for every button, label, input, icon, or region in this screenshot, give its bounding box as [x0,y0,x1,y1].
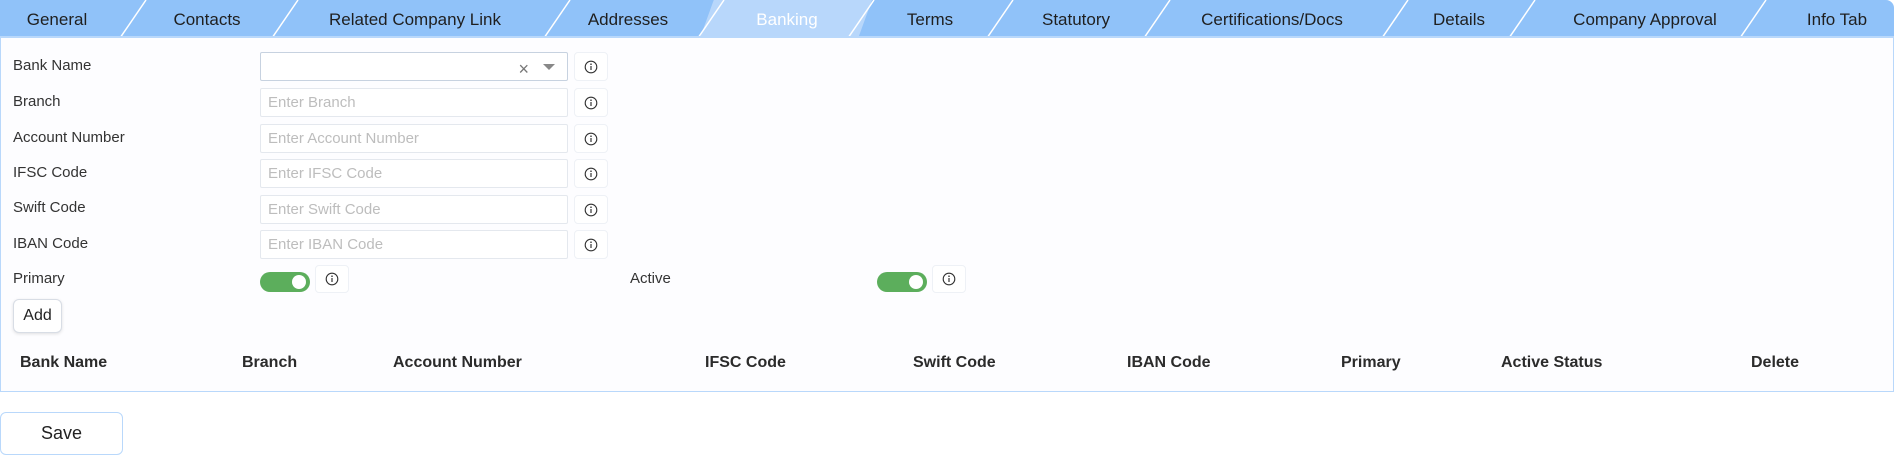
bank-name-select[interactable]: × [260,52,568,81]
tab-separator [985,0,1014,36]
column-header-ifsc-code: IFSC Code [705,354,786,371]
tab-separator [1738,0,1767,36]
tab-info[interactable]: Info Tab [1806,10,1868,29]
swift-code-label: Swift Code [13,199,86,216]
swift-code-input[interactable] [260,195,568,224]
branch-input[interactable] [260,88,568,117]
column-header-active-status: Active Status [1501,354,1603,371]
column-header-delete: Delete [1751,354,1800,371]
info-icon [584,96,598,109]
tab-company-approval[interactable]: Company Approval [1573,10,1717,29]
bank-name-info-button[interactable] [574,52,608,81]
info-icon [584,167,598,180]
tab-separator [1507,0,1536,36]
account-number-info-button[interactable] [574,124,608,153]
tab-terms[interactable]: Terms [906,10,954,29]
banking-panel: Bank Name × Branch Account Number IFSC C… [0,38,1894,392]
tab-separator [1142,0,1171,36]
branch-label: Branch [13,93,61,110]
primary-label: Primary [13,270,65,287]
info-icon [584,238,598,251]
column-header-account-number: Account Number [393,354,522,371]
ifsc-code-label: IFSC Code [13,164,88,181]
tab-separator [270,0,299,36]
tab-details[interactable]: Details [1433,10,1485,29]
tab-separator [846,0,875,36]
branch-info-button[interactable] [574,88,608,117]
column-header-swift-code: Swift Code [913,354,996,371]
account-number-label: Account Number [13,129,125,146]
add-button[interactable]: Add [13,299,62,333]
chevron-down-icon[interactable] [543,64,555,70]
column-header-bank-name: Bank Name [20,354,108,371]
tab-banking[interactable]: Banking [756,10,818,29]
swift-code-info-button[interactable] [574,195,608,224]
info-icon [325,272,339,286]
info-icon [584,132,598,145]
primary-toggle[interactable] [260,272,310,292]
primary-info-button[interactable] [315,265,349,293]
info-icon [584,203,598,216]
info-icon [942,272,956,286]
column-header-branch: Branch [242,354,298,371]
iban-code-info-button[interactable] [574,230,608,259]
toggle-knob [292,275,306,289]
active-toggle[interactable] [877,272,927,292]
tab-related-company-link[interactable]: Related Company Link [329,10,501,29]
iban-code-input[interactable] [260,230,568,259]
clear-icon[interactable]: × [518,59,529,79]
toggle-knob [909,275,923,289]
info-icon [584,60,598,73]
tab-statutory[interactable]: Statutory [1041,10,1111,29]
tab-general[interactable]: General [26,10,88,29]
tab-certifications-docs[interactable]: Certifications/Docs [1201,10,1343,29]
active-label: Active [630,270,671,287]
tab-separator [696,0,725,36]
save-button[interactable]: Save [0,412,123,455]
iban-code-label: IBAN Code [13,235,89,252]
column-header-primary: Primary [1341,354,1401,371]
tab-active-background [700,0,872,36]
tab-separator [118,0,147,36]
account-number-input[interactable] [260,124,568,153]
tab-separator [1380,0,1409,36]
tab-addresses[interactable]: Addresses [587,10,669,29]
tab-contacts[interactable]: Contacts [173,10,241,29]
tab-separator [542,0,571,36]
bank-name-label: Bank Name [13,57,92,74]
tab-bar: General Contacts Related Company Link Ad… [0,0,1894,38]
ifsc-code-input[interactable] [260,159,568,188]
ifsc-code-info-button[interactable] [574,159,608,188]
column-header-iban-code: IBAN Code [1127,354,1211,371]
active-info-button[interactable] [932,265,966,293]
